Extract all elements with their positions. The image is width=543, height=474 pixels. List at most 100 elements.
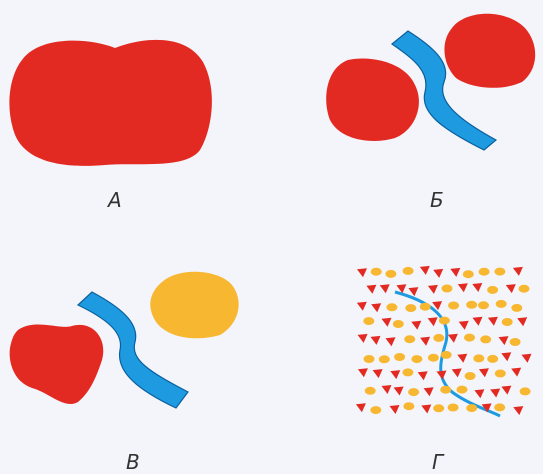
individual-red [459, 321, 469, 330]
individual-red [408, 287, 418, 296]
individual-red [473, 317, 483, 326]
individual-red [421, 405, 431, 414]
individual-yellow [511, 304, 522, 312]
individual-yellow [411, 355, 422, 363]
individual-yellow [479, 268, 490, 276]
individual-yellow [364, 355, 375, 363]
individual-yellow [379, 355, 390, 363]
individual-red [511, 368, 521, 377]
individual-yellow [403, 402, 414, 410]
individual-yellow [433, 334, 444, 342]
individual-yellow [441, 351, 452, 359]
population-red-left [326, 58, 419, 141]
individual-yellow [466, 404, 477, 412]
individual-yellow [480, 335, 491, 343]
individual-yellow [457, 386, 468, 394]
individual-red [499, 336, 509, 345]
panel-a [9, 40, 212, 166]
individual-red [513, 267, 523, 276]
individual-yellow [487, 355, 498, 363]
individual-yellow [402, 368, 413, 376]
population-yellow [150, 272, 238, 339]
population-red-right [444, 14, 535, 88]
individual-yellow [371, 268, 382, 276]
individual-yellow [487, 286, 498, 294]
individual-red [517, 317, 527, 326]
individual-red [501, 352, 511, 361]
individual-red [358, 334, 368, 343]
individual-yellow [420, 303, 431, 311]
individual-red [382, 385, 392, 394]
individual-red [390, 405, 400, 414]
individual-red [437, 371, 447, 380]
individual-red [382, 318, 392, 327]
individual-red [420, 266, 430, 275]
individual-yellow [394, 353, 405, 361]
individual-yellow [393, 320, 404, 328]
individual-red [488, 317, 498, 326]
individual-yellow [465, 372, 476, 380]
individual-red [513, 406, 523, 415]
individual-yellow [519, 285, 530, 293]
individual-red [357, 268, 367, 277]
panel-label-v: В [126, 452, 140, 472]
individual-yellow [403, 267, 414, 275]
individual-yellow [442, 285, 453, 293]
panel-label-b: Б [430, 190, 444, 210]
individual-red [394, 387, 404, 396]
individual-yellow [494, 268, 505, 276]
panel-b [326, 14, 535, 150]
individual-red [371, 303, 381, 312]
individual-yellow [365, 387, 376, 395]
individual-yellow [363, 317, 374, 325]
individual-red [420, 337, 430, 346]
population-red [10, 325, 104, 405]
individual-red [358, 368, 368, 377]
individual-red [428, 285, 438, 294]
individual-red [418, 371, 428, 380]
individual-red [366, 285, 376, 294]
individual-yellow [520, 387, 531, 395]
individual-yellow [466, 301, 477, 309]
individual-red [522, 354, 532, 363]
individual-yellow [408, 388, 419, 396]
individual-yellow [440, 386, 451, 394]
individual-red [373, 369, 383, 378]
individual-red [433, 269, 443, 278]
individual-red [424, 387, 434, 396]
individual-yellow [495, 370, 506, 378]
individual-yellow [448, 404, 459, 412]
individual-red [490, 389, 500, 398]
individual-red [380, 284, 390, 293]
individual-yellow [428, 354, 439, 362]
individual-yellow [473, 354, 484, 362]
panel-label-g: Г [432, 452, 443, 472]
individual-red [371, 336, 381, 345]
individual-yellow [478, 301, 489, 309]
individual-red [448, 334, 458, 343]
individual-red [472, 283, 482, 292]
individuals [356, 266, 532, 415]
individual-red [390, 370, 400, 379]
individual-yellow [496, 300, 507, 308]
individual-yellow [386, 303, 397, 311]
individual-yellow [370, 406, 381, 414]
individual-red [411, 321, 421, 330]
individual-yellow [502, 318, 513, 326]
individual-red [474, 389, 484, 398]
individual-yellow [464, 334, 475, 342]
individual-yellow [448, 302, 459, 310]
individual-yellow [404, 335, 415, 343]
individual-red [501, 386, 511, 395]
individual-red [479, 368, 489, 377]
individual-red [458, 283, 468, 292]
individual-yellow [433, 404, 444, 412]
individual-yellow [494, 403, 505, 411]
individual-red [457, 354, 467, 363]
population-red-large [9, 40, 212, 166]
panel-v [10, 272, 239, 408]
individual-red [386, 337, 396, 346]
panel-g [356, 266, 532, 416]
individual-red [506, 284, 516, 293]
